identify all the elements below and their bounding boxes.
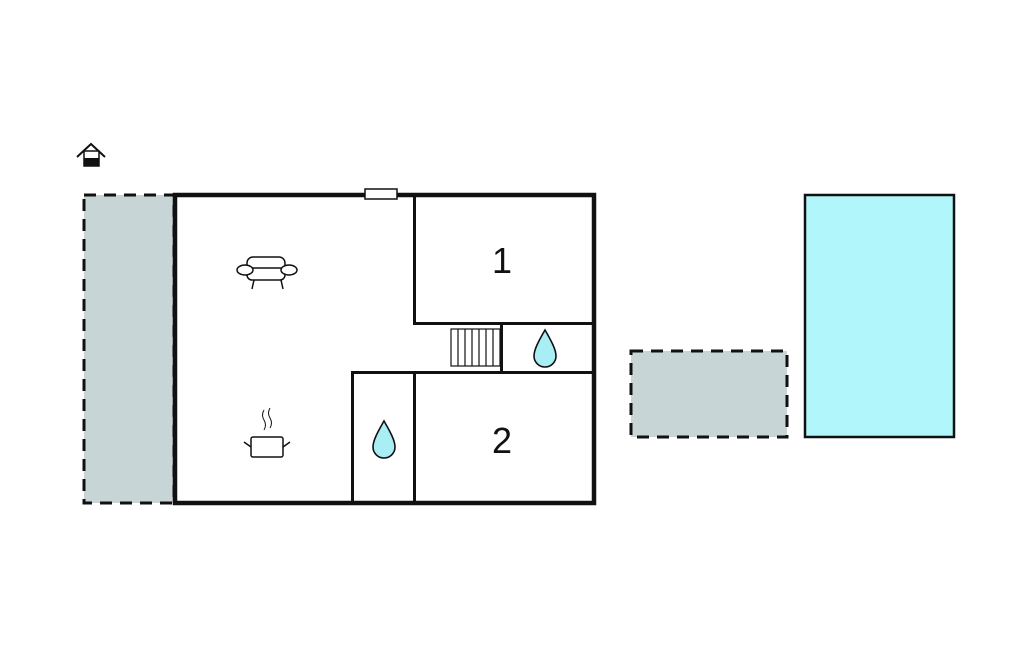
room-label-1: 1 [492,240,512,281]
terrace-pool [629,349,789,439]
terrace-left [82,193,176,505]
water-drop-icon [533,328,557,368]
sofa-icon [236,256,298,290]
pool [803,193,956,439]
entrance-icon [76,142,106,167]
stairs-icon [450,328,501,367]
cooking-pot-icon [243,407,291,458]
room-label-2: 2 [492,420,512,461]
water-drop-icon [372,419,396,459]
window-icon [364,188,398,200]
inner-walls [351,195,594,503]
